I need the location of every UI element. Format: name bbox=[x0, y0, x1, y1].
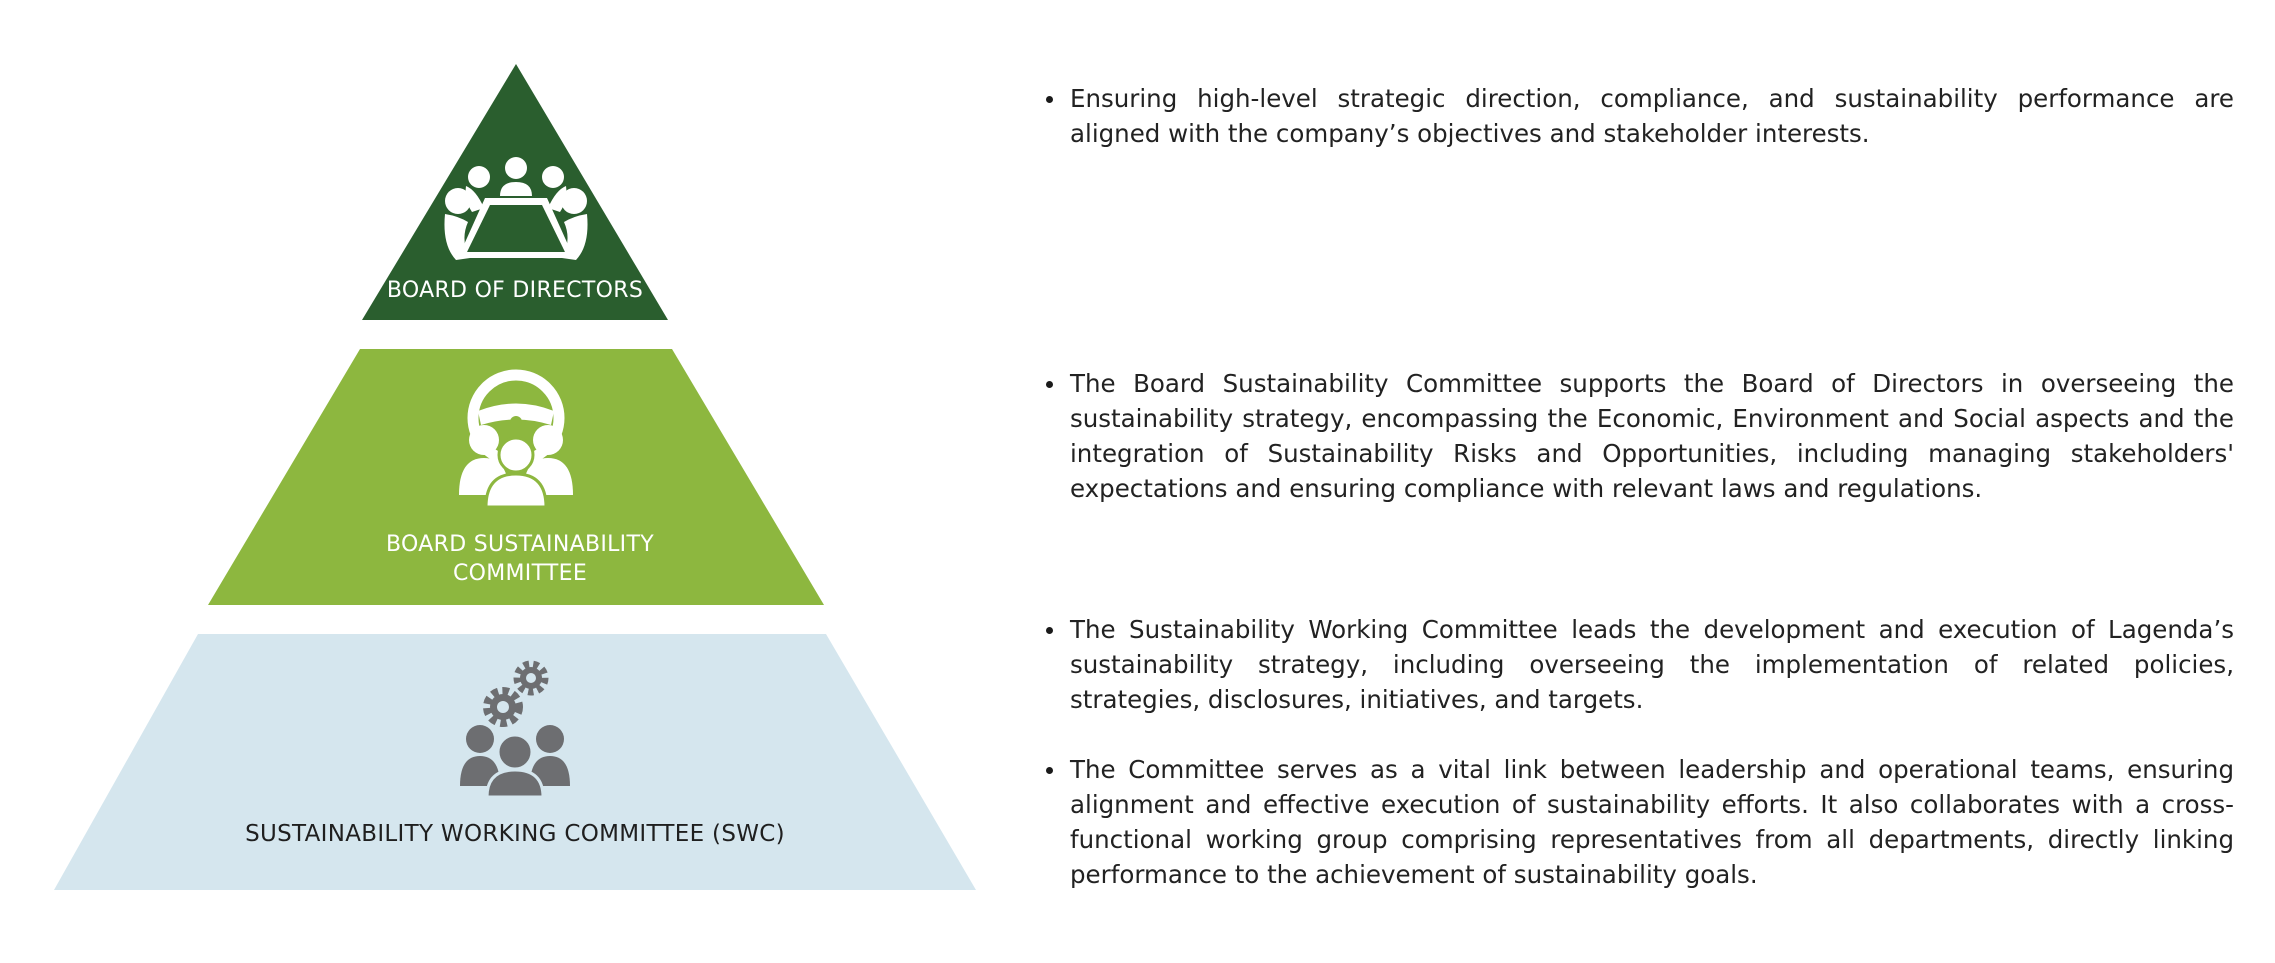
board-description-list: Ensuring high-level strategic direction,… bbox=[1046, 81, 2234, 151]
working-committee-description-list: The Sustainability Working Committee lea… bbox=[1046, 612, 2234, 892]
list-item: The Sustainability Working Committee lea… bbox=[1046, 612, 2234, 717]
boardroom-meeting-icon bbox=[444, 157, 588, 260]
list-item: Ensuring high-level strategic direction,… bbox=[1046, 81, 2234, 151]
tier-label-board-of-directors: BOARD OF DIRECTORS bbox=[386, 278, 644, 303]
gears-team-icon bbox=[460, 660, 570, 799]
tier-label-line: COMMITTEE bbox=[452, 561, 588, 586]
tier-label-board-sustainability-committee: BOARD SUSTAINABILITY COMMITTEE bbox=[330, 530, 710, 588]
governance-pyramid bbox=[54, 64, 976, 890]
steering-wheel-team-icon bbox=[459, 369, 573, 509]
list-item: The Board Sustainability Committee suppo… bbox=[1046, 366, 2234, 506]
committee-description-list: The Board Sustainability Committee suppo… bbox=[1046, 366, 2234, 506]
list-item: The Committee serves as a vital link bet… bbox=[1046, 752, 2234, 892]
tier-label-sustainability-working-committee: SUSTAINABILITY WORKING COMMITTEE (SWC) bbox=[245, 821, 785, 847]
tier-label-line: BOARD SUSTAINABILITY bbox=[386, 532, 654, 557]
